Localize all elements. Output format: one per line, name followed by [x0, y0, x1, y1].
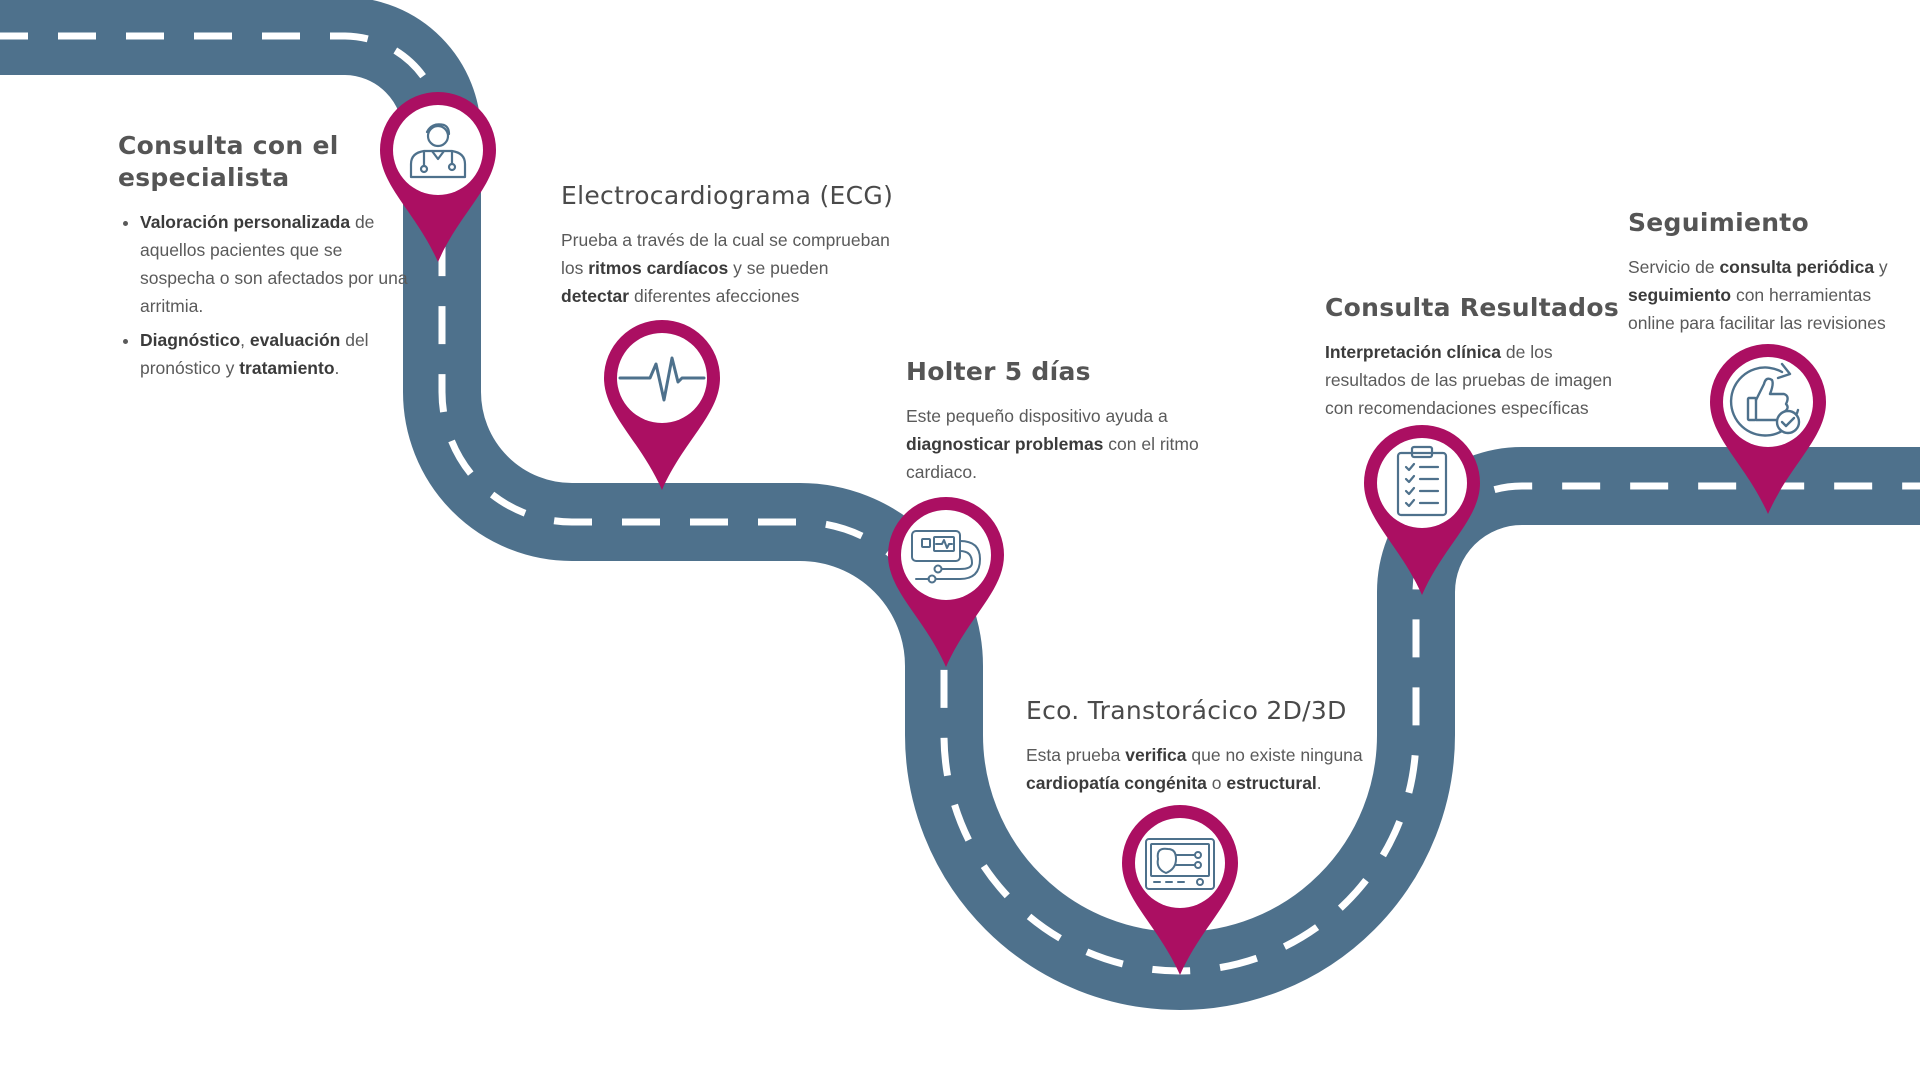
emphasis-text: cardiopatía congénita	[1026, 773, 1207, 793]
emphasis-text: evaluación	[249, 330, 341, 350]
body-text: de los resultados de las pruebas de imag…	[1325, 342, 1612, 418]
body-text: con el ritmo cardiaco.	[906, 434, 1199, 482]
heartbeat-icon	[618, 356, 706, 402]
step-description: Esta prueba verifica que no existe ningu…	[1026, 741, 1386, 797]
emphasis-text: seguimiento	[1628, 285, 1732, 305]
emphasis-text: Valoración personalizada	[140, 212, 351, 232]
emphasis-text: Interpretación clínica	[1325, 342, 1502, 362]
body-text: .	[334, 358, 340, 378]
map-pins	[380, 92, 1826, 975]
emphasis-text: consulta periódica	[1719, 257, 1875, 277]
pin-icon-background	[1135, 818, 1225, 908]
echocardiogram-screen-icon	[1145, 838, 1215, 890]
step-title: Holter 5 días	[906, 357, 1091, 386]
thumbs-up-check-icon	[1729, 362, 1801, 437]
map-pin-marker	[1122, 805, 1238, 975]
step-description: Servicio de consulta periódica y seguimi…	[1628, 253, 1908, 337]
emphasis-text: tratamiento	[239, 358, 335, 378]
clipboard-checklist-icon	[1396, 445, 1448, 517]
doctor-icon	[409, 123, 467, 179]
body-text: y	[1874, 257, 1888, 277]
pin-icon-background	[1723, 357, 1813, 447]
step-electrocardiograma: Electrocardiograma (ECG) Prueba a través…	[561, 180, 901, 310]
body-text: diferentes afecciones	[629, 286, 800, 306]
holter-monitor-icon	[911, 530, 981, 584]
step-description: Interpretación clínica de los resultados…	[1325, 338, 1625, 422]
map-pin-marker	[604, 320, 720, 490]
map-pin-marker	[1364, 425, 1480, 595]
pin-icon-background	[901, 510, 991, 600]
body-text: del pronóstico y	[140, 330, 369, 378]
body-text: de aquellos pacientes que se sospecha o …	[140, 212, 408, 316]
step-bullet: Valoración personalizada de aquellos pac…	[140, 208, 408, 320]
body-text: Este pequeño dispositivo ayuda a	[906, 406, 1168, 426]
step-holter: Holter 5 días Este pequeño dispositivo a…	[906, 356, 1216, 486]
body-text: Esta prueba	[1026, 745, 1126, 765]
emphasis-text: detectar	[561, 286, 630, 306]
step-title: Consulta con el especialista	[118, 131, 339, 192]
step-eco-transtoracico: Eco. Transtorácico 2D/3D Esta prueba ver…	[1026, 695, 1386, 797]
pin-icon-background	[617, 333, 707, 423]
step-title: Electrocardiograma (ECG)	[561, 181, 894, 210]
step-bullet-list: Valoración personalizada de aquellos pac…	[118, 208, 408, 382]
map-pin-marker	[380, 92, 496, 262]
step-description: Prueba a través de la cual se comprueban…	[561, 226, 901, 310]
road-surface	[0, 0, 1920, 1010]
pin-icon-background	[1377, 438, 1467, 528]
body-text: Prueba a través de la cual se comprueban…	[561, 230, 890, 278]
road	[0, 0, 1920, 1010]
body-text: o	[1206, 773, 1227, 793]
map-pin-marker	[888, 497, 1004, 667]
body-text: .	[1316, 773, 1322, 793]
body-text: con herramientas online para facilitar l…	[1628, 285, 1886, 333]
step-seguimiento: Seguimiento Servicio de consulta periódi…	[1628, 207, 1908, 337]
body-text: ,	[240, 330, 250, 350]
emphasis-text: verifica	[1125, 745, 1187, 765]
emphasis-text: estructural	[1226, 773, 1317, 793]
step-description: Este pequeño dispositivo ayuda a diagnos…	[906, 402, 1216, 486]
emphasis-text: diagnosticar problemas	[906, 434, 1104, 454]
step-consulta-resultados: Consulta Resultados Interpretación clíni…	[1325, 292, 1625, 422]
emphasis-text: ritmos cardíacos	[588, 258, 729, 278]
step-consulta-especialista: Consulta con el especialista Valoración …	[118, 130, 408, 388]
step-title: Seguimiento	[1628, 208, 1810, 237]
body-text: que no existe ninguna	[1186, 745, 1363, 765]
body-text: Servicio de	[1628, 257, 1720, 277]
step-bullet: Diagnóstico, evaluación del pronóstico y…	[140, 326, 408, 382]
body-text: y se pueden	[728, 258, 829, 278]
step-title: Consulta Resultados	[1325, 293, 1620, 322]
emphasis-text: Diagnóstico	[140, 330, 241, 350]
step-title: Eco. Transtorácico 2D/3D	[1026, 696, 1347, 725]
map-pin-marker	[1710, 344, 1826, 514]
